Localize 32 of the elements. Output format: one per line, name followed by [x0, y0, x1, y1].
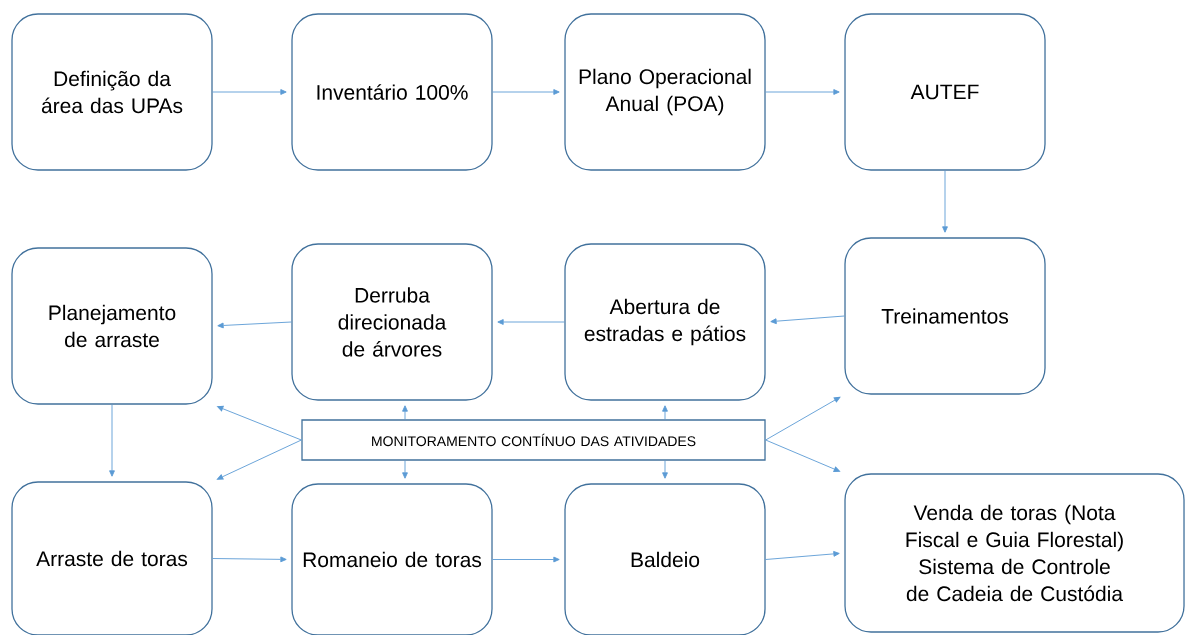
arrow — [497, 319, 565, 325]
arrow — [212, 556, 287, 563]
arrow — [216, 439, 302, 480]
process-box: AUTEF — [844, 13, 1046, 171]
monitoring-banner: MONITORAMENTO CONTÍNUO DAS ATIVIDADES — [301, 419, 766, 461]
arrow — [765, 551, 840, 560]
process-box: Arraste de toras — [11, 481, 213, 635]
arrow — [402, 460, 408, 479]
arrow — [212, 89, 287, 95]
arrow — [492, 556, 560, 563]
process-box: Treinamentos — [844, 237, 1046, 395]
arrow — [770, 315, 845, 325]
arrow — [402, 405, 408, 420]
process-box: Abertura de estradas e pátios — [564, 243, 766, 401]
arrow — [109, 404, 115, 477]
arrow — [662, 405, 668, 420]
process-box: Inventário 100% — [291, 13, 493, 171]
arrow — [492, 89, 560, 95]
arrow — [942, 170, 948, 233]
arrow — [217, 405, 302, 441]
process-box: Definição da área das UPAs — [11, 13, 213, 171]
process-box: Baldeio — [564, 483, 766, 635]
arrow — [765, 439, 841, 472]
process-box: Venda de toras (Nota Fiscal e Guia Florestal) Sistema de Controle de Cadeia de Custódia — [844, 473, 1185, 633]
arrow — [765, 89, 840, 95]
process-box: Derruba direcionada de árvores — [291, 243, 493, 401]
arrow — [217, 321, 292, 329]
arrow — [662, 460, 668, 479]
process-box: Planejamento de arraste — [11, 247, 213, 405]
arrow — [765, 396, 841, 441]
process-box: Romaneio de toras — [291, 483, 493, 635]
process-box: Plano Operacional Anual (POA) — [564, 13, 766, 171]
